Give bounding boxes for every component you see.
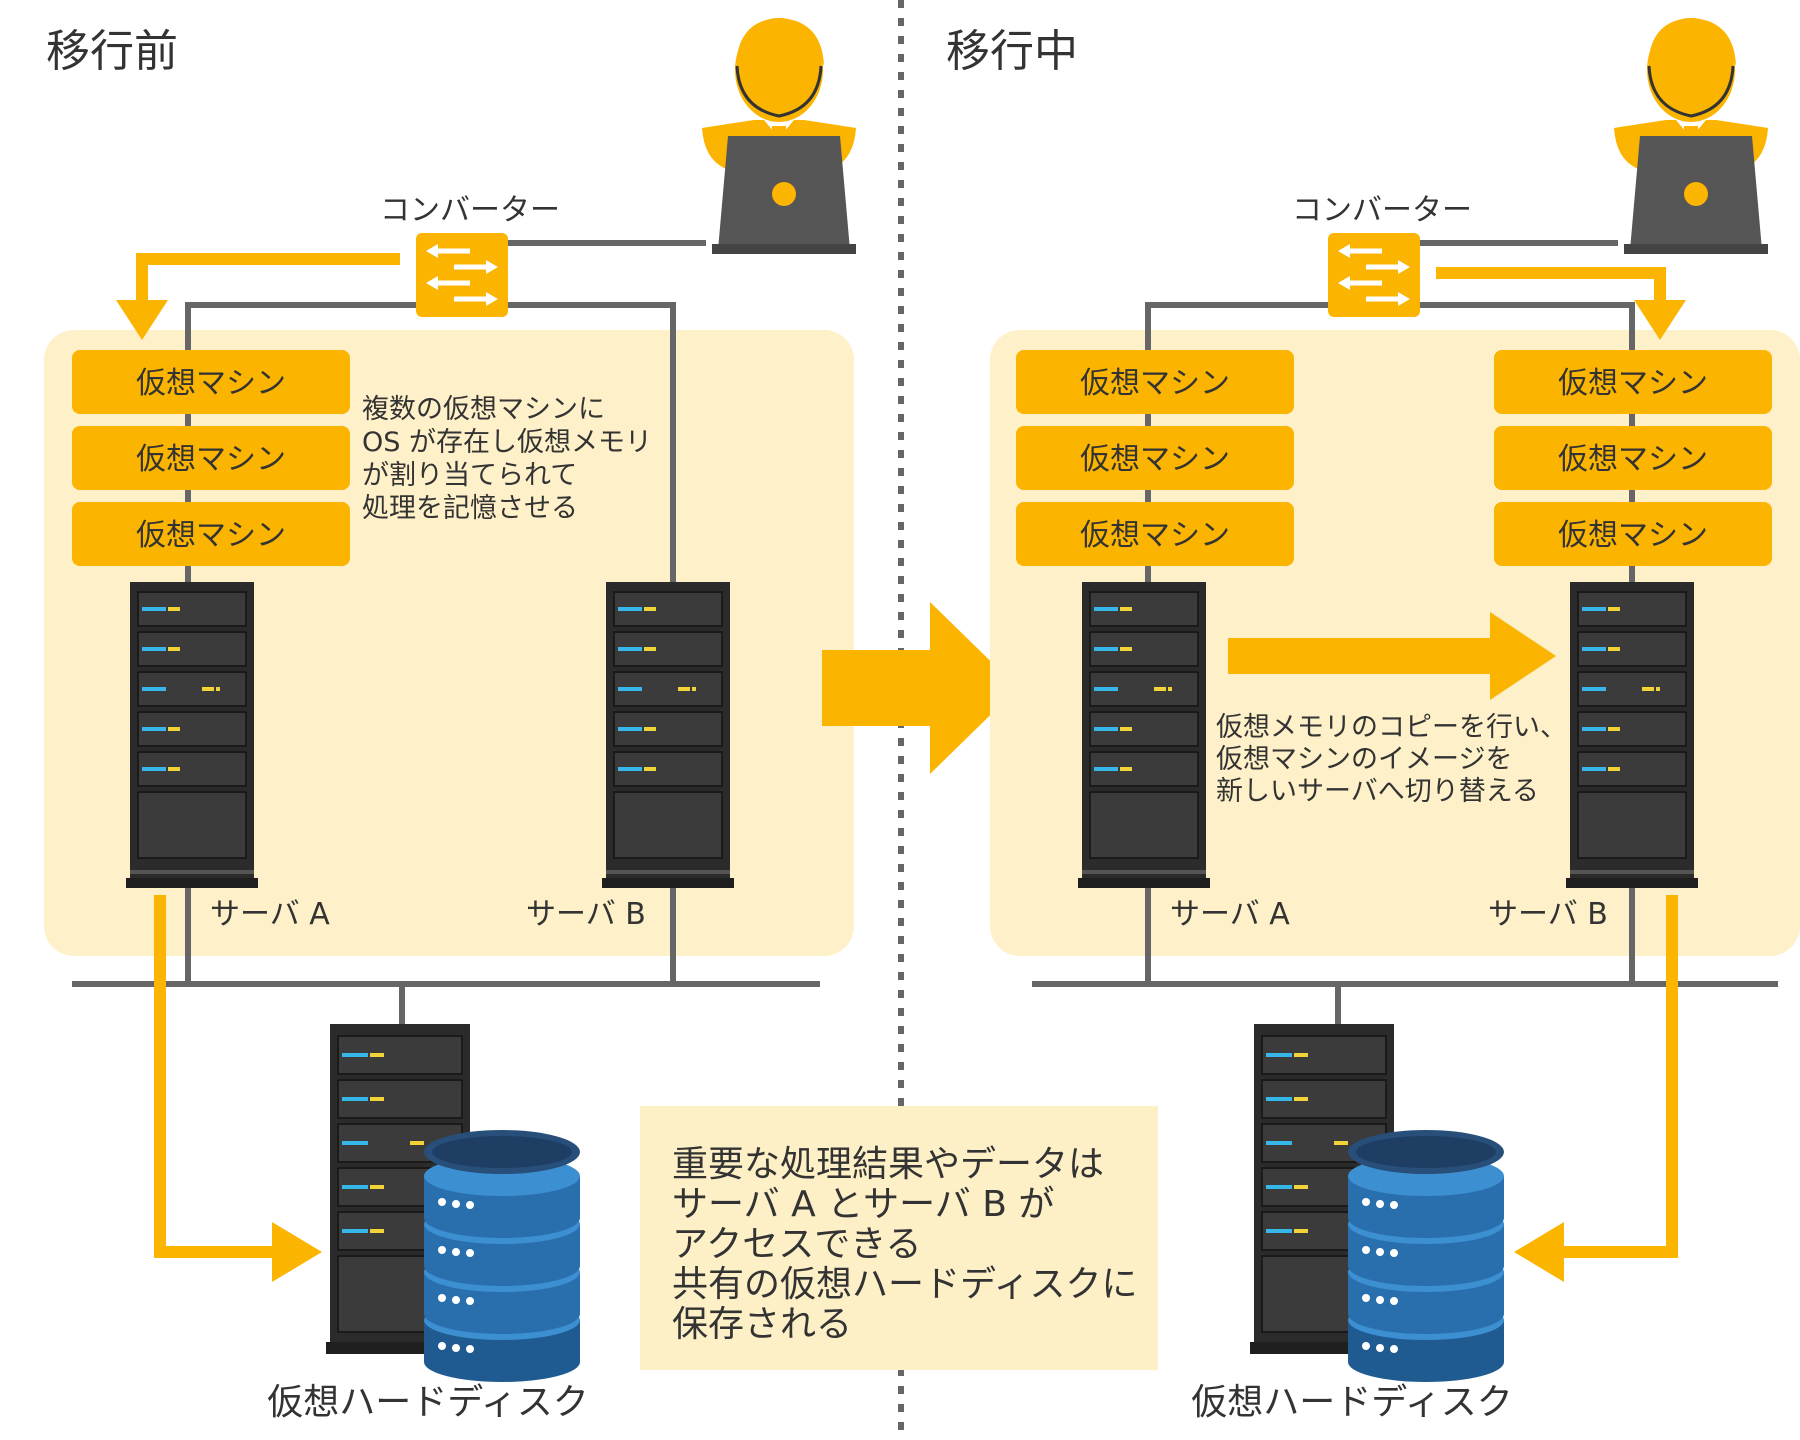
svg-text:仮想マシンのイメージを: 仮想マシンのイメージを (1216, 744, 1512, 775)
vm-label: 仮想マシン (136, 518, 286, 553)
vm-label: 仮想マシン (1558, 518, 1708, 553)
svg-text:保存される: 保存される (672, 1304, 852, 1345)
vm-box (1016, 502, 1294, 566)
converter-to-vm-arrow (116, 253, 400, 340)
database-icon (1348, 1130, 1504, 1382)
svg-text:共有の仮想ハードディスクに: 共有の仮想ハードディスクに (672, 1264, 1137, 1305)
svg-text:新しいサーバへ切り替える: 新しいサーバへ切り替える (1216, 776, 1539, 807)
database-icon (424, 1130, 580, 1382)
panel-title-before: 移行前 (46, 26, 178, 77)
disk-label: 仮想ハードディスク (267, 1382, 588, 1423)
server-rack-icon (1564, 580, 1700, 890)
vm-box (1494, 502, 1772, 566)
vm-label: 仮想マシン (1558, 366, 1708, 401)
converter-to-vm-arrow (1436, 267, 1686, 340)
vm-note: 複数の仮想マシンに OS が存在し仮想メモリ が割り当てられて 処理を記憶させる (362, 394, 652, 524)
vm-stack-a: 仮想マシン 仮想マシン 仮想マシン (1016, 350, 1294, 566)
vm-label: 仮想マシン (136, 442, 286, 477)
vm-box (1016, 426, 1294, 490)
svg-text:処理を記憶させる: 処理を記憶させる (362, 493, 578, 524)
converter-label: コンバーター (1292, 193, 1472, 228)
right-arrow-icon (822, 602, 1018, 774)
shared-disk-note: 重要な処理結果やデータは サーバ A とサーバ B が アクセスできる 共有の仮… (640, 1106, 1158, 1370)
panel-title-during: 移行中 (946, 26, 1078, 77)
vm-box (1494, 350, 1772, 414)
disk-label: 仮想ハードディスク (1191, 1382, 1512, 1423)
svg-text:重要な処理結果やデータは: 重要な処理結果やデータは (672, 1144, 1104, 1185)
panel-before: 移行前 コンバーター 仮想マシン 仮想マシン 仮想マシン (44, 16, 858, 1423)
server-rack-icon (1076, 580, 1212, 890)
svg-text:複数の仮想マシンに: 複数の仮想マシンに (362, 394, 605, 425)
vm-box (72, 350, 350, 414)
user-with-laptop-icon (700, 16, 858, 256)
server-rack-icon (600, 580, 736, 890)
svg-text:アクセスできる: アクセスできる (672, 1224, 921, 1265)
server-b-label: サーバ B (1488, 897, 1608, 932)
network-switch-icon (1328, 233, 1420, 317)
vm-label: 仮想マシン (1080, 442, 1230, 477)
vm-label: 仮想マシン (1080, 366, 1230, 401)
vm-label: 仮想マシン (1558, 442, 1708, 477)
vm-stack-a: 仮想マシン 仮想マシン 仮想マシン (72, 350, 350, 566)
vm-stack-b: 仮想マシン 仮想マシン 仮想マシン (1494, 350, 1772, 566)
panel-during: 移行中 コンバーター 仮想マシン 仮想マシン 仮想マシン 仮想マ (946, 16, 1800, 1423)
vm-label: 仮想マシン (1080, 518, 1230, 553)
copy-note: 仮想メモリのコピーを行い、 仮想マシンのイメージを 新しいサーバへ切り替える (1216, 712, 1567, 807)
svg-text:OS が存在し仮想メモリ: OS が存在し仮想メモリ (362, 427, 652, 458)
migration-arrow-icon (1228, 612, 1556, 700)
vm-box (1016, 350, 1294, 414)
vm-box (72, 502, 350, 566)
note-box (640, 1106, 1158, 1370)
converter-label: コンバーター (380, 193, 560, 228)
server-to-disk-arrow (154, 895, 322, 1282)
server-a-label: サーバ A (210, 897, 330, 932)
vm-label: 仮想マシン (136, 366, 286, 401)
user-with-laptop-icon (1612, 16, 1770, 256)
vm-box (1494, 426, 1772, 490)
vm-box (72, 426, 350, 490)
server-b-label: サーバ B (526, 897, 646, 932)
server-rack-icon (124, 580, 260, 890)
svg-text:サーバ A とサーバ B が: サーバ A とサーバ B が (672, 1184, 1054, 1225)
server-a-label: サーバ A (1170, 897, 1290, 932)
server-to-disk-arrow (1514, 895, 1678, 1282)
network-switch-icon (416, 233, 508, 317)
svg-text:仮想メモリのコピーを行い、: 仮想メモリのコピーを行い、 (1216, 712, 1567, 743)
svg-text:が割り当てられて: が割り当てられて (362, 460, 577, 491)
